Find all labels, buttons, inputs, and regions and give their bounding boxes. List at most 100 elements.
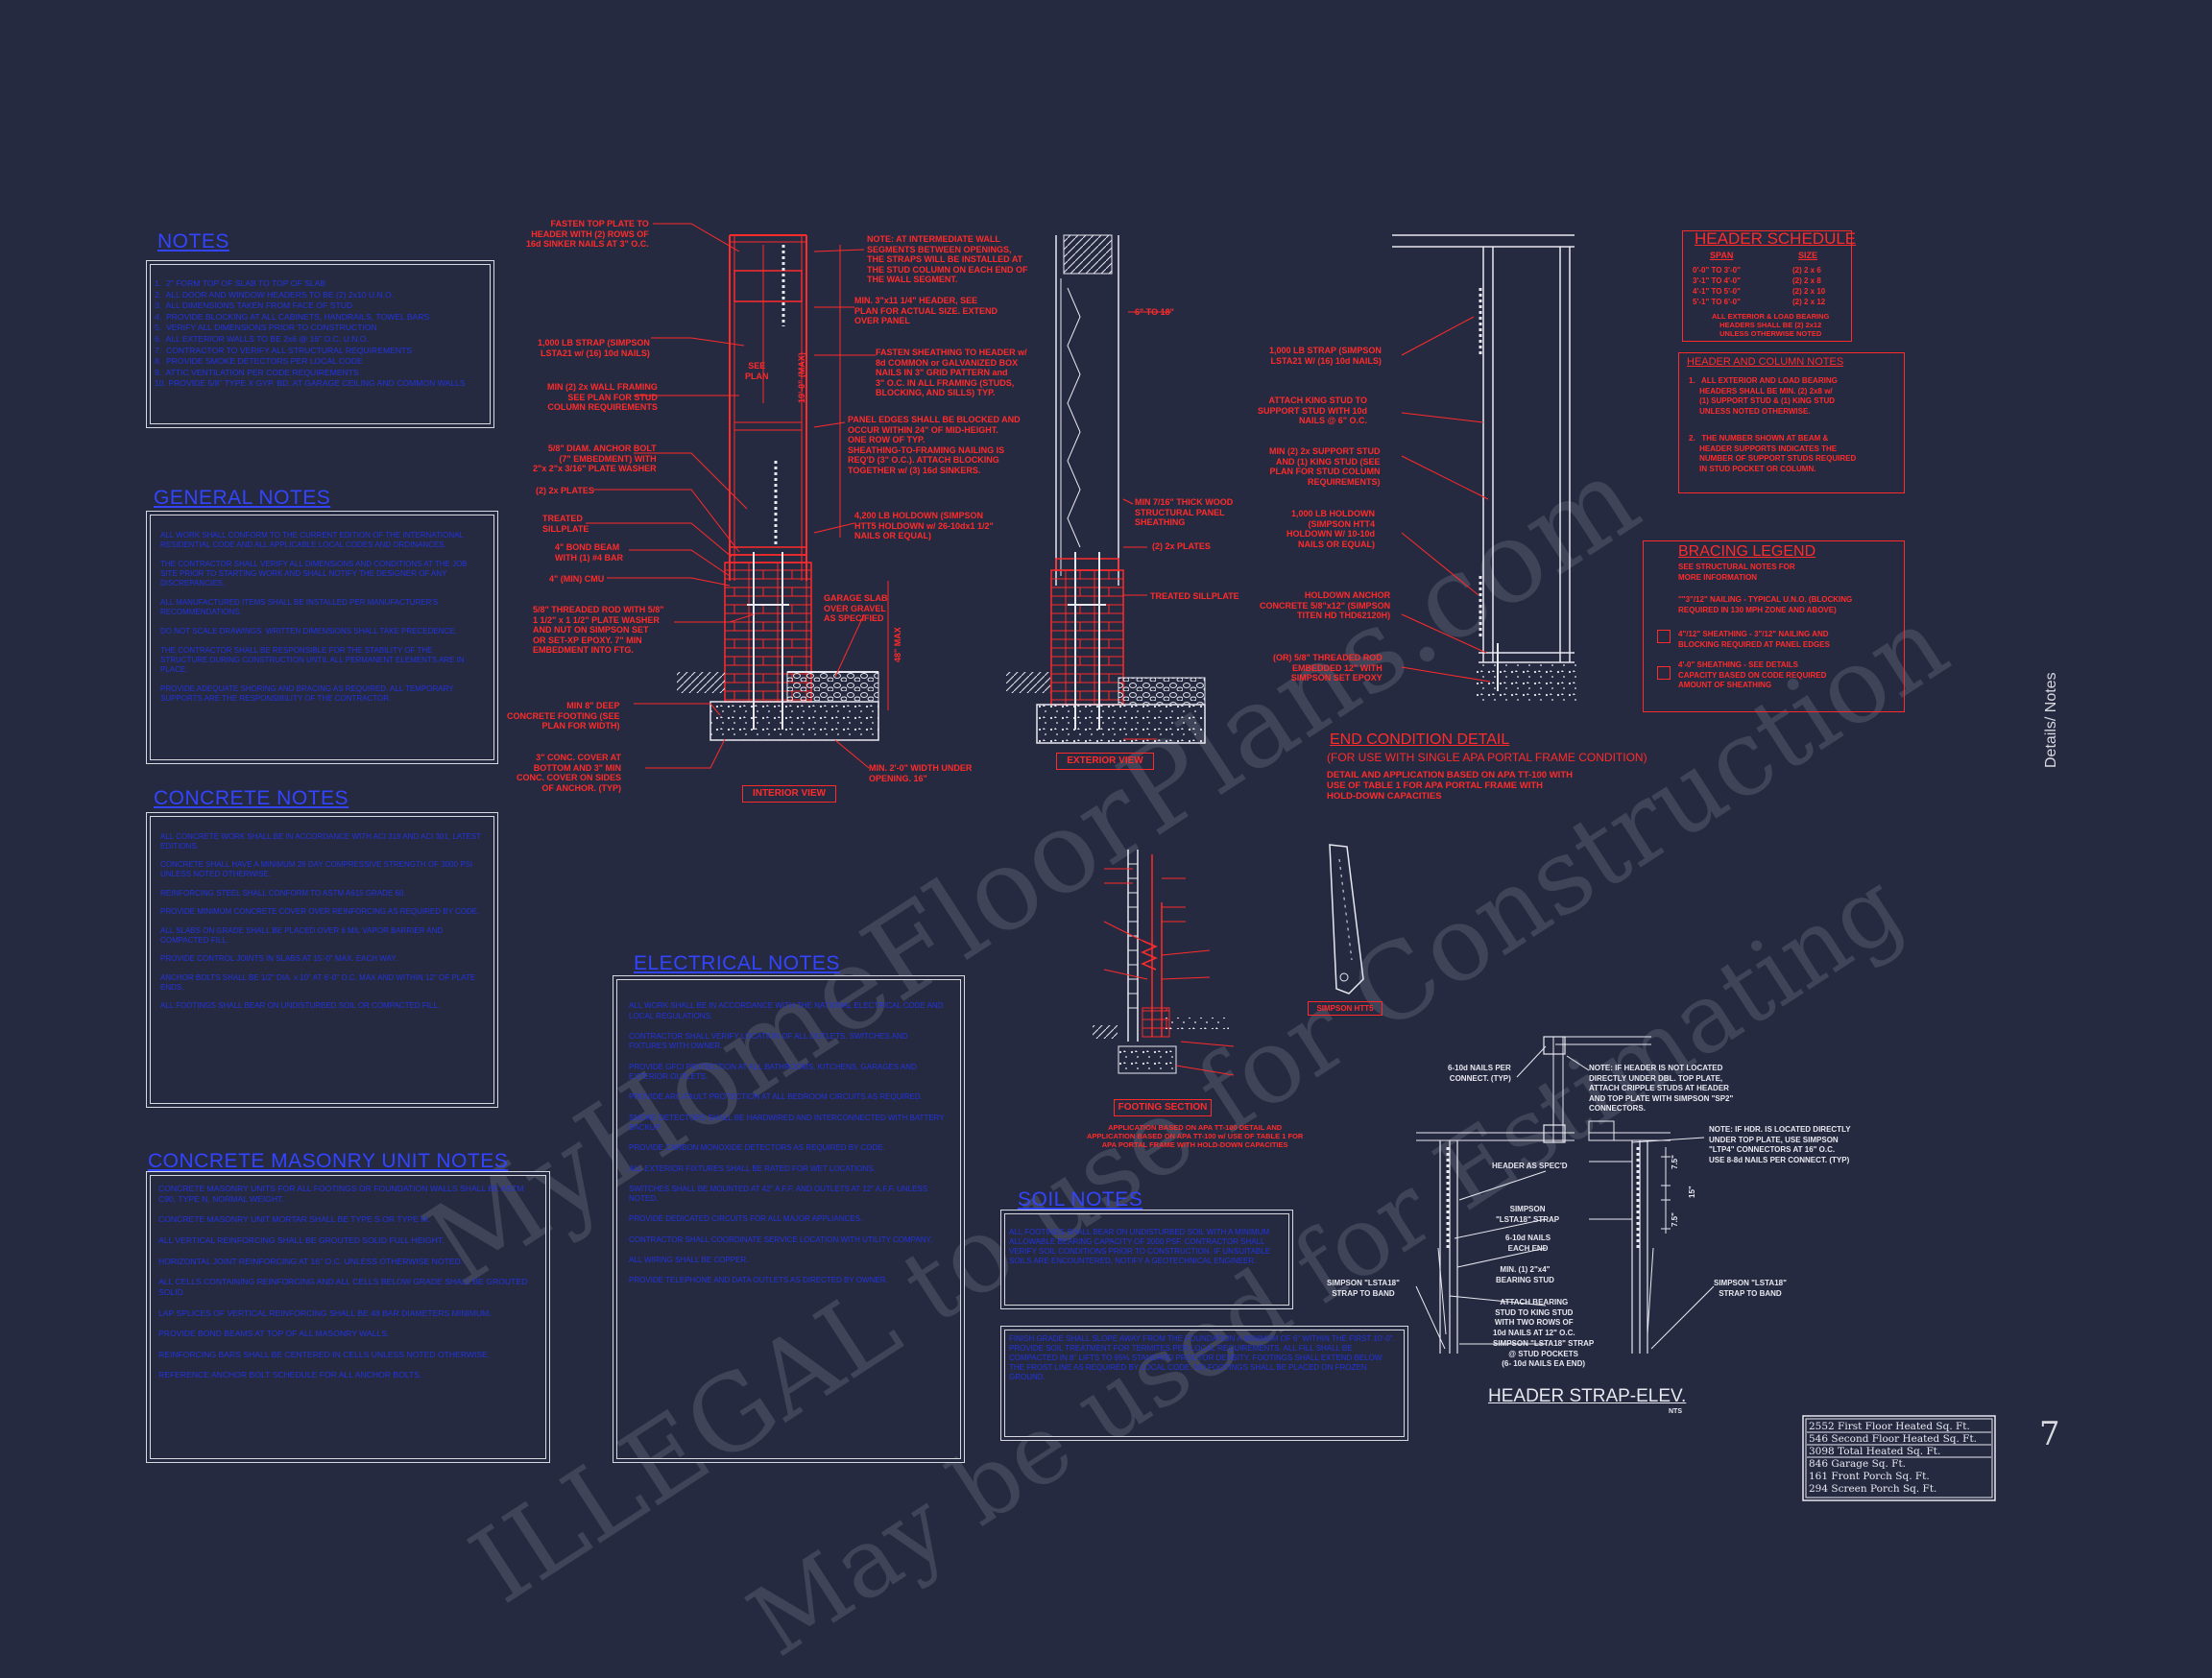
end-condition-note-0: 1,000 LB STRAP (SIMPSON LSTA21 W/ (16) 1… — [1269, 346, 1382, 366]
header-schedule-row-1-size: (2) 2 x 8 — [1792, 276, 1821, 285]
header-column-note-2: 2. THE NUMBER SHOWN AT BEAM & HEADER SUP… — [1689, 434, 1857, 473]
cmu-notes-box: CONCRETE MASONRY UNITS FOR ALL FOOTINGS … — [146, 1171, 550, 1463]
header-schedule-row-1-span: 3'-1" TO 4'-0" — [1693, 276, 1741, 285]
strap-left-label: SIMPSON "LSTA18" STRAP TO BAND — [1327, 1279, 1400, 1298]
bracing-legend-title: BRACING LEGEND — [1678, 543, 1816, 560]
header-schedule-box: HEADER SCHEDULE SPAN SIZE 0'-0" TO 3'-0"… — [1682, 229, 1856, 342]
footing-section-desc: APPLICATION BASED ON APA TT-100 DETAIL A… — [1087, 1123, 1304, 1149]
interior-note-3: 5/8" DIAM. ANCHOR BOLT (7" EMBEDMENT) WI… — [533, 443, 657, 473]
strap-note-2: SIMPSON "LSTA18" STRAP — [1496, 1205, 1560, 1224]
interior-note-9: MIN 8" DEEP CONCRETE FOOTING (SEE PLAN F… — [507, 701, 620, 731]
header-schedule-row-3-size: (2) 2 x 12 — [1792, 298, 1826, 306]
strap-note-top: NOTE: IF HEADER IS NOT LOCATED DIRECTLY … — [1589, 1064, 1734, 1113]
interior-note-0: FASTEN TOP PLATE TO HEADER WITH (2) ROWS… — [526, 219, 649, 249]
exterior-note-2: (2) 2x PLATES — [1152, 541, 1211, 551]
electrical-notes-title: ELECTRICAL NOTES — [634, 952, 840, 974]
header-column-note-1: 1. ALL EXTERIOR AND LOAD BEARING HEADERS… — [1689, 376, 1838, 416]
interior-dim-height: 19'-0" (MAX) — [797, 352, 806, 403]
soil-notes-body: ALL FOOTINGS SHALL BEAR ON UNDISTURBED S… — [1009, 1228, 1273, 1265]
interior-right-note-4: 4,200 LB HOLDOWN (SIMPSON HTT5 HOLDOWN w… — [854, 511, 994, 540]
cmu-notes-title: CONCRETE MASONRY UNIT NOTES — [148, 1150, 509, 1172]
interior-right-note-2: FASTEN SHEATHING TO HEADER w/ 8d COMMON … — [876, 348, 1027, 397]
notes-title: NOTES — [157, 230, 229, 252]
end-condition-subtitle: (FOR USE WITH SINGLE APA PORTAL FRAME CO… — [1327, 751, 1647, 764]
header-schedule-title: HEADER SCHEDULE — [1695, 229, 1857, 248]
interior-note-5: TREATED SILLPLATE — [542, 514, 589, 534]
simpson-htt-label-box: SIMPSON HTT5 — [1308, 1001, 1382, 1016]
bracing-legend-box: BRACING LEGEND SEE STRUCTURAL NOTES FOR … — [1643, 540, 1905, 712]
header-strap-title: HEADER STRAP-ELEV. — [1488, 1386, 1687, 1406]
simpson-htt-label: SIMPSON HTT5 — [1316, 1004, 1374, 1013]
electrical-notes-box: ALL WORK SHALL BE IN ACCORDANCE WITH THE… — [613, 975, 965, 1463]
bracing-legend-line-1: ""3"/12" NAILING - TYPICAL U.N.O. (BLOCK… — [1678, 595, 1853, 614]
strap-dim-1: 15" — [1688, 1186, 1696, 1198]
header-schedule-col-span: SPAN — [1710, 251, 1734, 260]
exterior-note-1: MIN 7/16" THICK WOOD STRUCTURAL PANEL SH… — [1135, 497, 1234, 527]
header-schedule-row-3-span: 5'-1" TO 6'-0" — [1693, 298, 1741, 306]
interior-view-label: INTERIOR VIEW — [752, 788, 827, 799]
concrete-notes-title: CONCRETE NOTES — [154, 787, 349, 809]
concrete-notes-body: ALL CONCRETE WORK SHALL BE IN ACCORDANCE… — [160, 832, 481, 1011]
end-condition-desc: DETAIL AND APPLICATION BASED ON APA TT-1… — [1327, 770, 1573, 802]
interior-right-note-3: PANEL EDGES SHALL BE BLOCKED AND OCCUR W… — [848, 415, 1021, 475]
interior-note-1: 1,000 LB STRAP (SIMPSON LSTA21 w/ (16) 1… — [538, 338, 650, 358]
end-condition-leaders — [1401, 316, 1491, 683]
exterior-note-3: TREATED SILLPLATE — [1150, 591, 1239, 601]
area-row-3: 846 Garage Sq. Ft. — [1809, 1458, 1907, 1470]
header-schedule-row-2-span: 4'-1" TO 5'-0" — [1693, 287, 1741, 296]
header-schedule-row-0-span: 0'-0" TO 3'-0" — [1693, 266, 1741, 275]
end-condition-note-4: HOLDOWN ANCHOR CONCRETE 5/8"x12" (SIMPSO… — [1260, 590, 1391, 620]
strap-note-4: MIN. (1) 2"x4" BEARING STUD — [1496, 1265, 1554, 1284]
interior-note-2: MIN (2) 2x WALL FRAMING SEE PLAN FOR STU… — [547, 382, 658, 412]
header-schedule-row-0-size: (2) 2 x 6 — [1792, 266, 1821, 275]
bracing-legend-subtitle: SEE STRUCTURAL NOTES FOR MORE INFORMATIO… — [1678, 563, 1795, 582]
interior-right-note-5: GARAGE SLAB OVER GRAVEL AS SPECIFIED — [824, 593, 888, 623]
sheet-side-label: Details/ Notes — [2043, 672, 2059, 768]
page-number: 7 — [2039, 1415, 2060, 1453]
cmu-notes-body: CONCRETE MASONRY UNITS FOR ALL FOOTINGS … — [158, 1184, 528, 1380]
general-notes-body: ALL WORK SHALL CONFORM TO THE CURRENT ED… — [160, 531, 468, 703]
interior-view-label-box: INTERIOR VIEW — [742, 785, 836, 803]
area-row-2: 3098 Total Heated Sq. Ft. — [1809, 1446, 1941, 1457]
strap-right-label: SIMPSON "LSTA18" STRAP TO BAND — [1714, 1279, 1787, 1298]
electrical-notes-body: ALL WORK SHALL BE IN ACCORDANCE WITH THE… — [629, 1001, 945, 1285]
footing-leaders — [1103, 868, 1235, 1076]
interior-dim-footing: 48" MAX — [893, 627, 902, 662]
interior-note-7: 4" (MIN) CMU — [549, 574, 605, 584]
interior-leaders — [586, 223, 876, 769]
exterior-view-label: EXTERIOR VIEW — [1067, 755, 1143, 766]
strap-note-1: HEADER AS SPEC'D — [1492, 1162, 1568, 1170]
strap-dim-2: 7.5" — [1671, 1212, 1679, 1227]
general-notes-title: GENERAL NOTES — [154, 487, 331, 509]
strap-note-5: ATTACH BEARING STUD TO KING STUD WITH TW… — [1493, 1298, 1575, 1337]
header-column-notes-title: HEADER AND COLUMN NOTES — [1687, 356, 1844, 368]
strap-note-right: NOTE: IF HDR. IS LOCATED DIRECTLY UNDER … — [1709, 1125, 1851, 1164]
interior-right-note-6: MIN. 2'-0" WIDTH UNDER OPENING. 16" — [869, 763, 973, 783]
interior-right-note-0: NOTE: AT INTERMEDIATE WALL SEGMENTS BETW… — [867, 234, 1028, 284]
interior-note-8: 5/8" THREADED ROD WITH 5/8" 1 1/2" x 1 1… — [533, 605, 664, 655]
footing-section-drawing — [1093, 844, 1364, 1074]
concrete-notes-box: ALL CONCRETE WORK SHALL BE IN ACCORDANCE… — [146, 812, 498, 1108]
strap-note-6: SIMPSON "LSTA18" STRAP @ STUD POCKETS (6… — [1493, 1339, 1595, 1368]
end-condition-note-1: ATTACH KING STUD TO SUPPORT STUD WITH 10… — [1258, 396, 1368, 425]
interior-view-drawing — [677, 234, 889, 741]
bracing-legend-line-3: 4'-0" SHEATHING - SEE DETAILS CAPACITY B… — [1678, 660, 1827, 689]
area-row-0: 2552 First Floor Heated Sq. Ft. — [1809, 1421, 1970, 1432]
end-condition-note-3: 1,000 LB HOLDOWN (SIMPSON HTT4 HOLDOWN W… — [1286, 509, 1376, 549]
interior-right-note-1: MIN. 3"x11 1/4" HEADER, SEE PLAN FOR ACT… — [854, 296, 998, 325]
exterior-view-label-box: EXTERIOR VIEW — [1056, 753, 1154, 770]
bracing-symbol-icon-1 — [1657, 630, 1671, 643]
soil-notes-title: SOIL NOTES — [1018, 1188, 1143, 1211]
area-row-5: 294 Screen Porch Sq. Ft. — [1809, 1483, 1937, 1495]
end-condition-note-5: (OR) 5/8" THREADED ROD EMBEDDED 12" WITH… — [1273, 653, 1382, 683]
exterior-leaders — [1122, 311, 1171, 740]
header-schedule-footnote: ALL EXTERIOR & LOAD BEARING HEADERS SHAL… — [1712, 312, 1830, 338]
area-table-frame — [1802, 1415, 1996, 1501]
general-notes-box: ALL WORK SHALL CONFORM TO THE CURRENT ED… — [146, 511, 498, 764]
header-schedule-row-2-size: (2) 2 x 10 — [1792, 287, 1826, 296]
exterior-note-0: 6" TO 18" — [1135, 307, 1174, 317]
end-condition-title: END CONDITION DETAIL — [1330, 731, 1510, 748]
area-row-4: 161 Front Porch Sq. Ft. — [1809, 1471, 1930, 1482]
header-strap-scale: NTS — [1669, 1408, 1682, 1415]
